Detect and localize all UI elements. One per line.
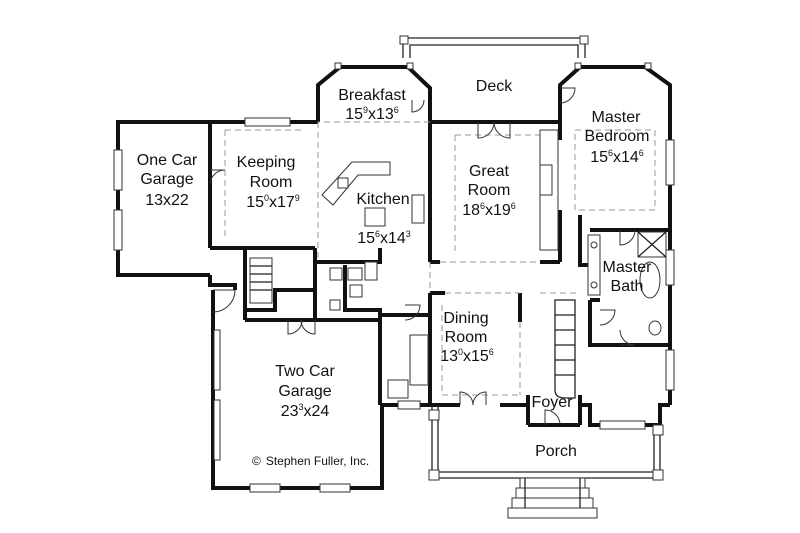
master-bedroom-dimensions: 156x146 <box>590 148 644 166</box>
one-car-garage-dimensions: 13x22 <box>145 192 189 209</box>
breakfast-label: Breakfast <box>338 87 406 104</box>
keeping-room-label-2: Room <box>250 174 293 191</box>
dining-room-label-2: Room <box>445 329 488 346</box>
room-labels: Breakfast 159x136 Deck Master Bedroom 15… <box>137 78 652 468</box>
great-room-dimensions: 186x196 <box>462 201 516 219</box>
breakfast-dimensions: 159x136 <box>345 105 399 123</box>
kitchen-label: Kitchen <box>356 191 409 208</box>
master-bath-label-1: Master <box>603 259 653 276</box>
foyer-label: Foyer <box>532 394 574 411</box>
deck-label: Deck <box>476 78 513 95</box>
copyright-notice: ©Stephen Fuller, Inc. <box>252 454 369 468</box>
deck-outline <box>399 35 589 58</box>
two-car-garage-label-1: Two Car <box>275 363 335 380</box>
porch-structure <box>428 405 664 519</box>
windows <box>113 62 675 493</box>
master-bath-label-2: Bath <box>611 278 644 295</box>
keeping-room-dimensions: 150x179 <box>246 193 300 211</box>
stairs <box>249 257 576 399</box>
one-car-garage-label-2: Garage <box>140 171 193 188</box>
dashed-lines <box>224 121 656 396</box>
kitchen-dimensions: 156x143 <box>357 229 411 247</box>
porch-label: Porch <box>535 443 577 460</box>
two-car-garage-dimensions: 233x24 <box>281 402 330 420</box>
keeping-room-label-1: Keeping <box>237 154 296 171</box>
master-bedroom-label-2: Bedroom <box>585 128 650 145</box>
dining-room-label-1: Dining <box>443 310 488 327</box>
dining-room-dimensions: 130x156 <box>440 347 494 365</box>
two-car-garage-label-2: Garage <box>278 383 331 400</box>
master-bedroom-label-1: Master <box>592 109 642 126</box>
one-car-garage-label-1: One Car <box>137 152 198 169</box>
great-room-label-2: Room <box>468 182 511 199</box>
kitchen-fixtures <box>321 129 559 399</box>
doors <box>209 87 636 426</box>
interior-walls <box>243 122 670 427</box>
bath-fixtures <box>587 231 667 336</box>
great-room-label-1: Great <box>469 163 510 180</box>
